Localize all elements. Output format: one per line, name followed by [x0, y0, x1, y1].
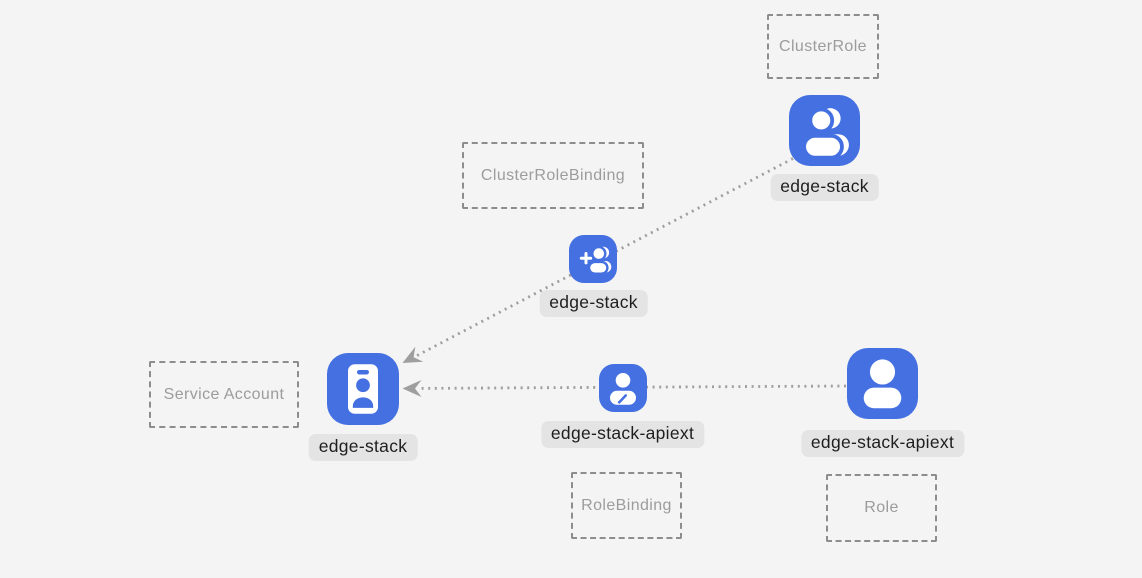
node-label: edge-stack	[539, 290, 648, 317]
user-icon	[847, 348, 918, 419]
edge-role-to-serviceaccount	[402, 380, 847, 397]
node-label: edge-stack-apiext	[800, 430, 965, 457]
node-label: edge-stack	[770, 174, 879, 201]
node-label: edge-stack	[308, 434, 418, 461]
edge-clusterrole-to-serviceaccount	[402, 157, 794, 363]
user-edit-icon	[599, 364, 647, 412]
arrowhead-icon	[402, 380, 422, 397]
box-rolebinding: RoleBinding	[571, 472, 682, 539]
box-clusterrolebinding: ClusterRoleBinding	[462, 142, 644, 209]
box-label: Role	[864, 499, 899, 516]
users-icon	[789, 95, 860, 166]
node-label: edge-stack-apiext	[540, 421, 705, 448]
box-service-account: Service Account	[149, 361, 299, 428]
id-badge-icon	[327, 353, 399, 425]
box-label: ClusterRoleBinding	[480, 166, 626, 184]
arrowhead-icon	[402, 346, 424, 363]
box-clusterrole: ClusterRole	[767, 14, 879, 79]
box-label: Service Account	[163, 385, 285, 403]
box-role: Role	[826, 474, 937, 542]
box-label: ClusterRole	[779, 37, 867, 55]
user-add-icon	[569, 235, 617, 283]
box-label: RoleBinding	[581, 496, 672, 514]
